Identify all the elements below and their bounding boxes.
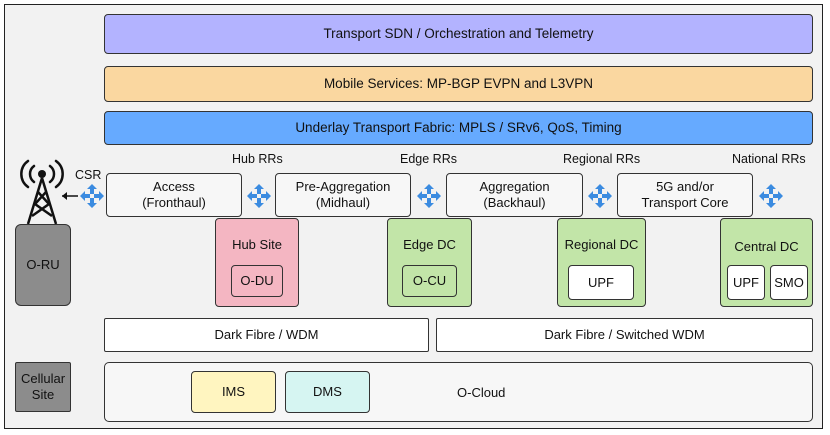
dms-box: DMS: [285, 371, 370, 413]
regional-upf-box: UPF: [568, 265, 634, 300]
csr-router-icon: [80, 184, 104, 208]
o-cloud-box: IMS DMS O-Cloud: [104, 362, 813, 422]
hub-rrs-label: Hub RRs: [232, 152, 283, 166]
o-du-box: O-DU: [231, 265, 283, 297]
hub-rr-router-icon: [247, 184, 271, 208]
tower-link-arrow-icon: [62, 192, 78, 200]
mobile-services-band: Mobile Services: MP-BGP EVPN and L3VPN: [104, 66, 813, 102]
regional-rr-router-icon: [588, 184, 612, 208]
central-upf-box: UPF: [727, 265, 765, 300]
o-cloud-label: O-Cloud: [457, 385, 506, 400]
hub-site-box: Hub Site O-DU: [215, 218, 299, 307]
regional-dc-box: Regional DC UPF: [557, 218, 646, 307]
dark-fibre-wdm-bar: Dark Fibre / WDM: [104, 318, 429, 352]
o-cu-box: O-CU: [402, 265, 457, 297]
national-rr-router-icon: [759, 184, 783, 208]
regional-dc-title: Regional DC: [564, 237, 639, 252]
ims-box: IMS: [191, 371, 276, 413]
edge-rrs-label: Edge RRs: [400, 152, 457, 166]
edge-dc-title: Edge DC: [403, 237, 456, 252]
cellular-site-box: Cellular Site: [15, 362, 71, 412]
regional-rrs-label: Regional RRs: [563, 152, 641, 166]
underlay-fabric-band: Underlay Transport Fabric: MPLS / SRv6, …: [104, 111, 813, 145]
central-dc-title: Central DC: [734, 239, 799, 254]
pre-aggregation-midhaul-box: Pre-Aggregation (Midhaul): [275, 173, 411, 217]
o-ru-box: O-RU: [15, 224, 71, 306]
access-fronthaul-box: Access (Fronthaul): [106, 173, 242, 217]
edge-rr-router-icon: [417, 184, 441, 208]
hub-site-title: Hub Site: [232, 237, 282, 252]
cell-tower-icon: [20, 159, 64, 225]
transport-sdn-band: Transport SDN / Orchestration and Teleme…: [104, 14, 813, 54]
smo-box: SMO: [770, 265, 808, 300]
aggregation-backhaul-box: Aggregation (Backhaul): [446, 173, 583, 217]
edge-dc-box: Edge DC O-CU: [387, 218, 472, 307]
dark-fibre-switched-wdm-bar: Dark Fibre / Switched WDM: [436, 318, 813, 352]
central-dc-box: Central DC UPF SMO: [720, 218, 813, 307]
national-rrs-label: National RRs: [732, 152, 806, 166]
transport-core-box: 5G and/or Transport Core: [617, 173, 753, 217]
csr-label: CSR: [75, 168, 102, 182]
